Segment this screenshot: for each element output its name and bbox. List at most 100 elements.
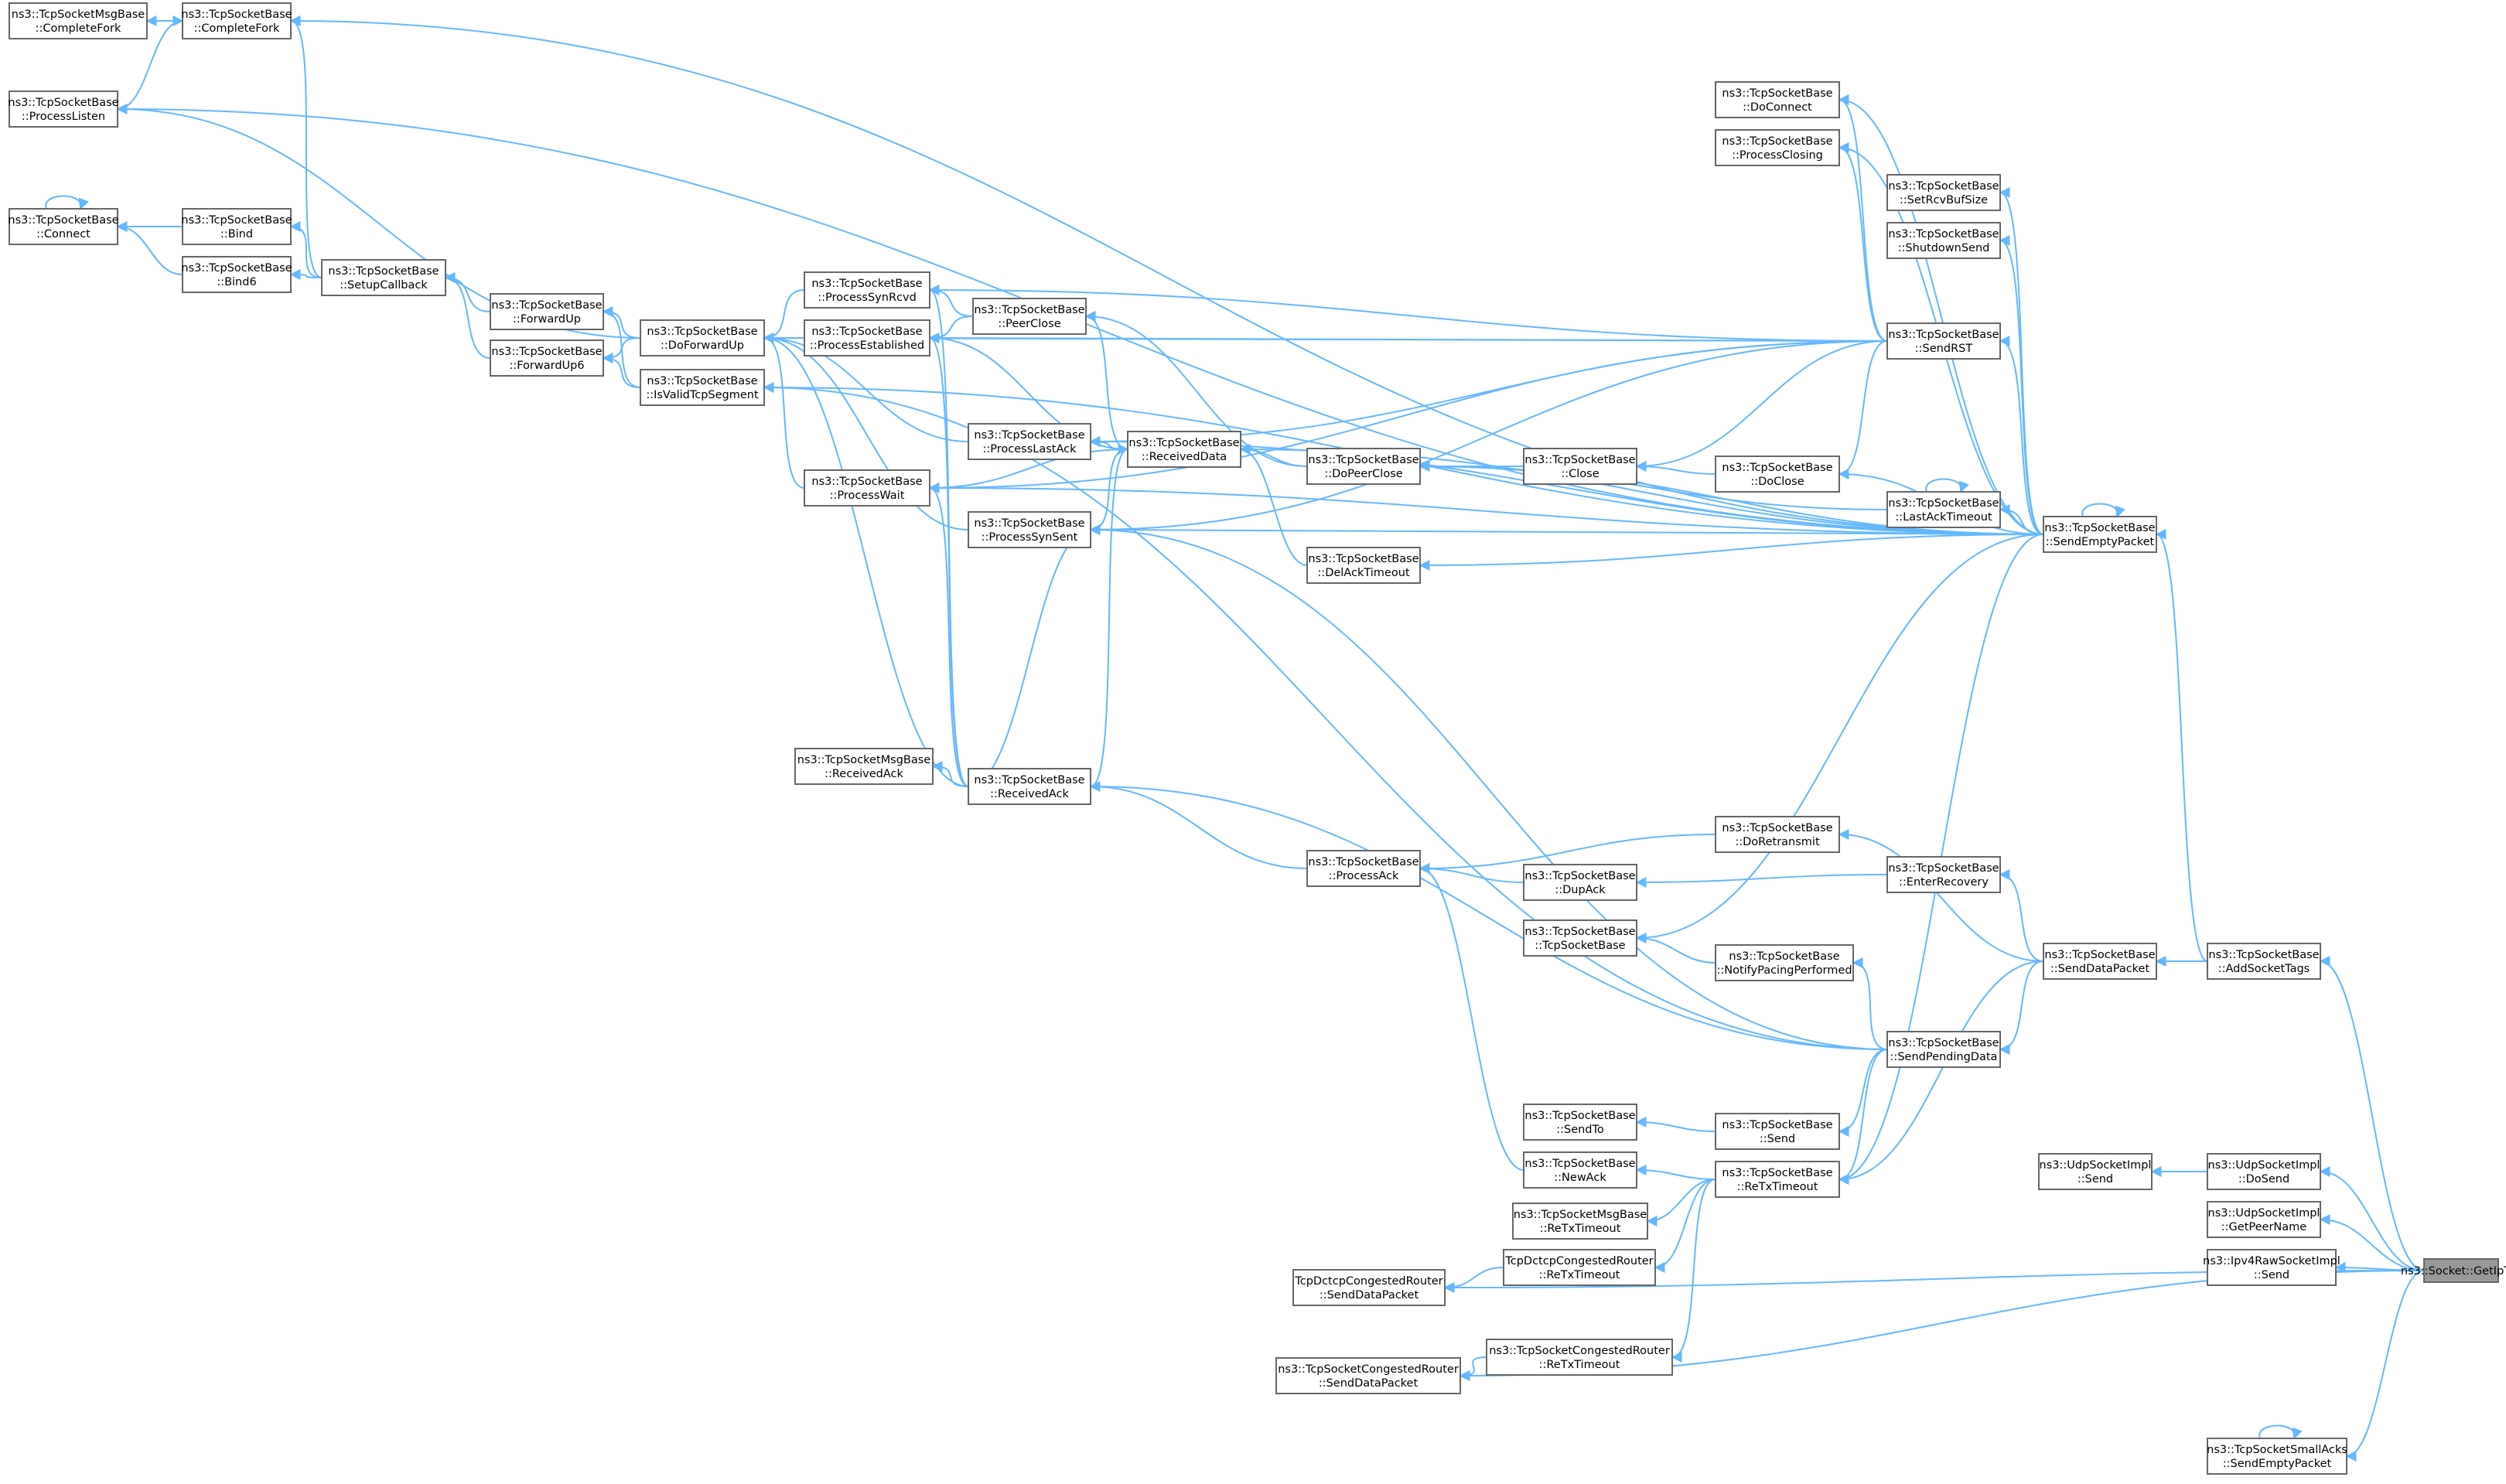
node-box[interactable] (972, 298, 1087, 335)
node-box[interactable] (1512, 1203, 1648, 1240)
graph-node[interactable]: ns3::TcpSocketMsgBase::ReceivedAck (794, 748, 934, 785)
graph-node[interactable]: ns3::TcpSocketBase::TcpSocketBase (1523, 919, 1637, 957)
node-box[interactable] (640, 319, 765, 357)
node-box[interactable] (2423, 1258, 2499, 1283)
graph-node[interactable]: ns3::TcpSocketBase::EnterRecovery (1886, 856, 2001, 893)
graph-node[interactable]: ns3::UdpSocketImpl::GetPeerName (2207, 1201, 2321, 1238)
graph-node[interactable]: ns3::TcpSocketBase::ReTxTimeout (1715, 1161, 1840, 1198)
graph-node[interactable]: ns3::TcpSocketBase::ShutdownSend (1886, 222, 2001, 259)
node-box[interactable] (1486, 1339, 1673, 1376)
graph-node[interactable]: ns3::UdpSocketImpl::DoSend (2207, 1153, 2321, 1190)
node-box[interactable] (640, 369, 765, 406)
graph-node[interactable]: ns3::TcpSocketBase::IsValidTcpSegment (640, 369, 765, 406)
graph-node[interactable]: ns3::TcpSocketBase::LastAckTimeout (1886, 491, 2001, 528)
node-box[interactable] (1523, 864, 1637, 901)
graph-node[interactable]: ns3::TcpSocketBase::DoForwardUp (640, 319, 765, 357)
graph-node[interactable]: ns3::TcpSocketMsgBase::CompleteFork (9, 2, 148, 39)
graph-node[interactable]: ns3::TcpSocketBase::NotifyPacingPerforme… (1715, 944, 1854, 981)
node-box[interactable] (1715, 455, 1840, 493)
graph-node[interactable]: ns3::TcpSocketBase::ProcessEstablished (804, 319, 930, 357)
node-box[interactable] (1306, 547, 1421, 584)
node-box[interactable] (804, 319, 930, 357)
graph-node[interactable]: ns3::TcpSocketBase::ProcessWait (804, 469, 930, 507)
node-box[interactable] (2207, 1201, 2321, 1238)
node-box[interactable] (1715, 944, 1854, 981)
node-box[interactable] (490, 339, 604, 377)
node-box[interactable] (1127, 431, 1241, 468)
node-box[interactable] (1292, 1269, 1446, 1306)
node-box[interactable] (794, 748, 934, 785)
node-box[interactable] (804, 469, 930, 507)
graph-node[interactable]: ns3::Ipv4RawSocketImpl::Send (2203, 1249, 2340, 1286)
graph-node[interactable]: ns3::TcpSocketBase::SendEmptyPacket (2043, 516, 2157, 553)
node-box[interactable] (1306, 448, 1421, 485)
node-box[interactable] (1715, 129, 1840, 166)
graph-node[interactable]: ns3::TcpSocketBase::Send (1715, 1113, 1840, 1150)
node-box[interactable] (2207, 1153, 2321, 1190)
node-box[interactable] (1275, 1357, 1461, 1394)
graph-node[interactable]: TcpDctcpCongestedRouter::SendDataPacket (1292, 1269, 1446, 1306)
node-box[interactable] (1886, 222, 2001, 259)
node-box[interactable] (1523, 919, 1637, 957)
graph-node[interactable]: ns3::TcpSocketBase::DoPeerClose (1306, 448, 1421, 485)
node-box[interactable] (1715, 816, 1840, 853)
node-box[interactable] (1715, 1161, 1840, 1198)
graph-node[interactable]: ns3::TcpSocketBase::ForwardUp (490, 293, 604, 330)
graph-node[interactable]: ns3::TcpSocketBase::DoConnect (1715, 81, 1840, 118)
graph-node[interactable]: ns3::TcpSocketCongestedRouter::SendDataP… (1275, 1357, 1461, 1394)
node-box[interactable] (9, 90, 118, 128)
node-box[interactable] (1886, 491, 2001, 528)
node-box[interactable] (2207, 1438, 2347, 1475)
node-box[interactable] (1886, 856, 2001, 893)
node-box[interactable] (2038, 1153, 2153, 1190)
node-box[interactable] (9, 208, 118, 245)
graph-node[interactable]: ns3::TcpSocketBase::AddSocketTags (2207, 943, 2321, 980)
graph-node[interactable]: ns3::TcpSocketBase::ProcessListen (8, 90, 119, 128)
node-box[interactable] (1306, 850, 1421, 887)
graph-node[interactable]: ns3::TcpSocketBase::PeerClose (972, 298, 1087, 335)
node-box[interactable] (182, 256, 292, 293)
graph-node[interactable]: ns3::TcpSocketBase::ProcessSynSent (968, 511, 1091, 548)
graph-node[interactable]: ns3::TcpSocketBase::SendPendingData (1886, 1031, 2001, 1068)
node-box[interactable] (1886, 174, 2001, 211)
node-box[interactable] (2043, 516, 2157, 553)
node-box[interactable] (968, 768, 1091, 805)
graph-node[interactable]: ns3::TcpSocketBase::CompleteFork (181, 2, 292, 39)
node-box[interactable] (321, 259, 446, 296)
graph-node[interactable]: ns3::TcpSocketBase::DoClose (1715, 455, 1840, 493)
graph-node[interactable]: ns3::TcpSocketMsgBase::ReTxTimeout (1512, 1203, 1648, 1240)
graph-node[interactable]: ns3::TcpSocketBase::ProcessClosing (1715, 129, 1840, 166)
node-box[interactable] (1715, 81, 1840, 118)
graph-node[interactable]: ns3::TcpSocketBase::SendDataPacket (2043, 943, 2157, 980)
graph-node[interactable]: ns3::TcpSocketBase::SendRST (1886, 322, 2001, 360)
graph-node[interactable]: ns3::TcpSocketBase::Bind6 (181, 256, 292, 293)
node-box[interactable] (1523, 1104, 1637, 1141)
graph-node[interactable]: ns3::Socket::GetIpTos (2401, 1258, 2506, 1283)
graph-node[interactable]: ns3::TcpSocketBase::ProcessSynRcvd (804, 271, 930, 309)
graph-node[interactable]: ns3::TcpSocketSmallAcks::SendEmptyPacket (2207, 1438, 2347, 1475)
graph-node[interactable]: ns3::TcpSocketBase::DoRetransmit (1715, 816, 1840, 853)
node-box[interactable] (490, 293, 604, 330)
node-box[interactable] (2043, 943, 2157, 980)
node-box[interactable] (804, 271, 930, 309)
node-box[interactable] (182, 208, 292, 245)
node-box[interactable] (1503, 1249, 1656, 1286)
graph-node[interactable]: ns3::TcpSocketBase::ProcessAck (1306, 850, 1421, 887)
graph-node[interactable]: ns3::TcpSocketCongestedRouter::ReTxTimeo… (1486, 1339, 1673, 1376)
graph-node[interactable]: ns3::TcpSocketBase::SetupCallback (321, 259, 446, 296)
node-box[interactable] (968, 423, 1091, 460)
graph-node[interactable]: ns3::TcpSocketBase::Close (1523, 448, 1637, 485)
node-box[interactable] (2207, 943, 2321, 980)
graph-node[interactable]: ns3::TcpSocketBase::Connect (8, 208, 119, 245)
graph-node[interactable]: ns3::TcpSocketBase::DupAck (1523, 864, 1637, 901)
graph-node[interactable]: ns3::TcpSocketBase::ReceivedData (1127, 431, 1241, 468)
graph-node[interactable]: ns3::TcpSocketBase::ForwardUp6 (490, 339, 604, 377)
graph-node[interactable]: ns3::TcpSocketBase::ReceivedAck (968, 768, 1091, 805)
graph-node[interactable]: ns3::TcpSocketBase::Bind (181, 208, 292, 245)
graph-node[interactable]: ns3::TcpSocketBase::SetRcvBufSize (1886, 174, 2001, 211)
node-box[interactable] (2207, 1249, 2337, 1286)
node-box[interactable] (1886, 322, 2001, 360)
node-box[interactable] (1715, 1113, 1840, 1150)
graph-node[interactable]: TcpDctcpCongestedRouter::ReTxTimeout (1503, 1249, 1656, 1286)
graph-node[interactable]: ns3::TcpSocketBase::NewAck (1523, 1151, 1637, 1189)
